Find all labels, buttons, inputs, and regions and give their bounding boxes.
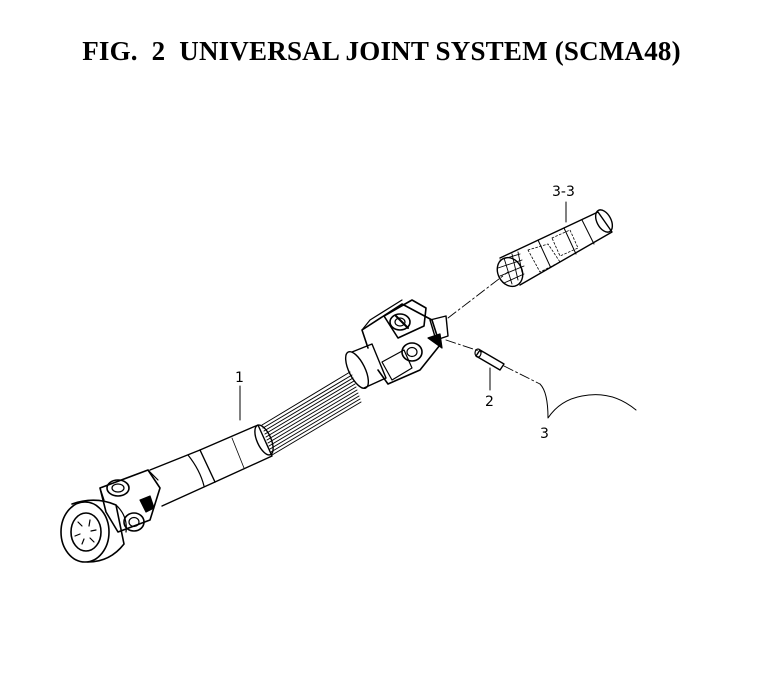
upper-cross-spider — [383, 299, 449, 362]
part-2-pin — [474, 348, 505, 391]
callout-3: 3 — [540, 426, 549, 442]
splined-shaft — [261, 371, 362, 456]
upper-yoke — [361, 299, 441, 385]
assembly-axis-lines — [445, 271, 541, 385]
upper-collar — [344, 343, 387, 390]
lower-end-cap — [60, 499, 127, 563]
leader-3 — [539, 383, 637, 419]
figure-title: FIG. 2 UNIVERSAL JOINT SYSTEM (SCMA48) — [82, 36, 681, 66]
callout-2: 2 — [485, 394, 494, 410]
part-3-3-splined-sleeve — [496, 201, 614, 288]
lower-shaft-tube — [149, 424, 274, 507]
lower-cross-spider — [99, 469, 161, 533]
part-1-joint-shaft — [60, 299, 449, 563]
callout-1: 1 — [235, 370, 244, 386]
callout-3-3: 3-3 — [552, 184, 575, 200]
